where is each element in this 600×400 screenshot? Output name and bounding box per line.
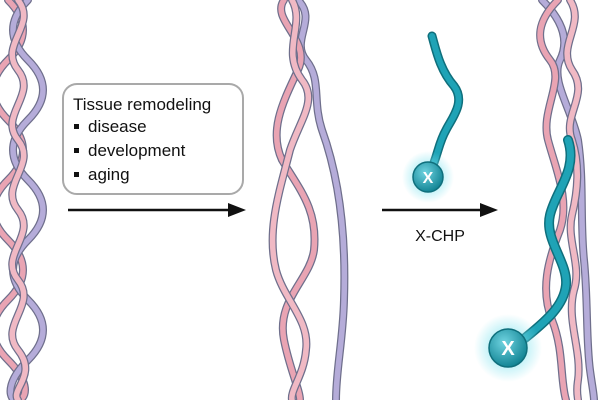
- box-bullet-development: development: [88, 141, 186, 160]
- tissue-remodeling-box: Tissue remodeling disease development ag…: [62, 83, 244, 195]
- x-label-ball-icon: [412, 161, 444, 193]
- arrow-remodeling: [68, 203, 246, 217]
- unwound-collagen-helix: [268, 0, 349, 400]
- box-bullet-aging: aging: [88, 165, 130, 184]
- free-x-chp-peptide: X: [402, 31, 464, 203]
- arrow-label-x-chp: X-CHP: [415, 228, 465, 245]
- arrowhead-icon: [480, 203, 498, 217]
- x-marker-text-bound: X: [501, 338, 515, 360]
- bullet-icon: [74, 124, 79, 129]
- intact-collagen-triple-helix: [0, 0, 47, 400]
- box-bullet-disease: disease: [88, 117, 147, 136]
- box-title: Tissue remodeling: [73, 95, 211, 114]
- bullet-icon: [74, 148, 79, 153]
- x-label-ball-icon: [488, 328, 528, 368]
- hybridized-collagen-helix: X: [474, 0, 598, 400]
- x-marker-text: X: [423, 170, 434, 187]
- arrow-x-chp: X-CHP: [382, 203, 498, 245]
- bullet-icon: [74, 172, 79, 177]
- arrowhead-icon: [228, 203, 246, 217]
